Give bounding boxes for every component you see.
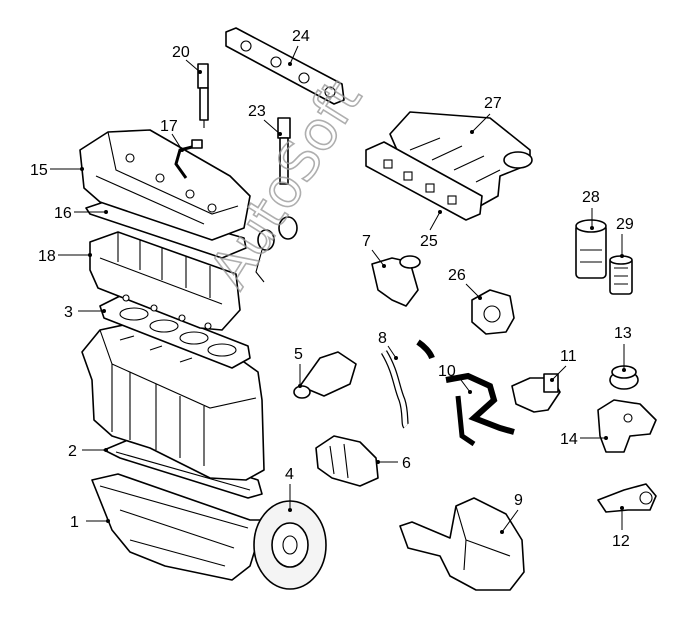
callout-label: 2	[68, 443, 77, 460]
callout-29: 29	[616, 216, 634, 258]
callout-10: 10	[438, 363, 472, 394]
callout-label: 29	[616, 216, 634, 233]
injector	[197, 63, 209, 128]
callout-label: 3	[64, 304, 73, 321]
callout-9: 9	[500, 492, 523, 534]
callout-label: 18	[38, 248, 56, 265]
callout-label: 13	[614, 325, 632, 342]
callout-label: 20	[172, 44, 190, 61]
callout-label: 11	[560, 348, 577, 365]
callout-13: 13	[614, 325, 632, 372]
filter-element	[609, 255, 633, 295]
callout-label: 24	[292, 28, 310, 45]
callout-18: 18	[38, 248, 92, 265]
breather-pipe	[174, 139, 203, 179]
callout-11: 11	[550, 348, 577, 382]
callout-25: 25	[420, 210, 442, 250]
valve-cover	[79, 129, 251, 241]
callout-label: 15	[30, 162, 48, 179]
cylinder-head	[89, 231, 241, 331]
egr-valve	[511, 373, 561, 413]
thermostat-body	[315, 435, 379, 487]
callouts: 1 2 3 4 5 6 7 8	[30, 28, 634, 550]
callout-label: 14	[560, 431, 578, 448]
callout-label: 8	[378, 330, 387, 347]
callout-label: 6	[402, 455, 411, 472]
oil-sump	[91, 473, 263, 581]
callout-27: 27	[470, 95, 502, 134]
engine-mount-bracket	[597, 399, 657, 453]
intake-manifold	[389, 111, 533, 207]
callout-label: 7	[362, 233, 371, 250]
callout-28: 28	[582, 189, 600, 230]
water-pump	[471, 289, 515, 335]
callout-17: 17	[160, 118, 184, 152]
fuel-rail	[225, 27, 345, 105]
callout-label: 23	[248, 103, 266, 120]
callout-16: 16	[54, 205, 108, 222]
callout-2: 2	[68, 443, 108, 460]
camshaft-pulley	[255, 216, 298, 283]
callout-label: 17	[160, 118, 178, 135]
callout-3: 3	[64, 304, 106, 321]
callout-label: 26	[448, 267, 466, 284]
callout-label: 12	[612, 533, 630, 550]
coolant-pipe	[445, 372, 515, 447]
callout-5: 5	[294, 346, 303, 388]
callout-label: 9	[514, 492, 523, 509]
callout-26: 26	[448, 267, 482, 300]
thermostat-housing	[371, 255, 421, 307]
callout-label: 1	[70, 514, 79, 531]
callout-label: 10	[438, 363, 456, 380]
subframe-bracket	[399, 497, 525, 591]
callout-1: 1	[70, 514, 110, 531]
head-gasket	[99, 295, 251, 369]
callout-20: 20	[172, 44, 202, 74]
manifold-gasket	[365, 141, 483, 221]
flywheel	[253, 500, 327, 590]
callout-4: 4	[285, 466, 294, 512]
callout-6: 6	[376, 455, 411, 472]
callout-label: 4	[285, 466, 294, 483]
callout-14: 14	[560, 431, 608, 448]
callout-15: 15	[30, 162, 84, 179]
callout-12: 12	[612, 506, 630, 550]
coolant-outlet	[293, 351, 357, 399]
callout-label: 16	[54, 205, 72, 222]
callout-7: 7	[362, 233, 386, 268]
callout-24: 24	[288, 28, 310, 66]
callout-8: 8	[378, 330, 398, 360]
callout-23: 23	[248, 103, 282, 136]
callout-label: 5	[294, 346, 303, 363]
callout-label: 28	[582, 189, 600, 206]
callout-label: 25	[420, 233, 438, 250]
oil-filter	[575, 219, 607, 279]
coolant-hose	[380, 339, 435, 429]
torque-rod	[597, 483, 657, 513]
callout-label: 27	[484, 95, 502, 112]
